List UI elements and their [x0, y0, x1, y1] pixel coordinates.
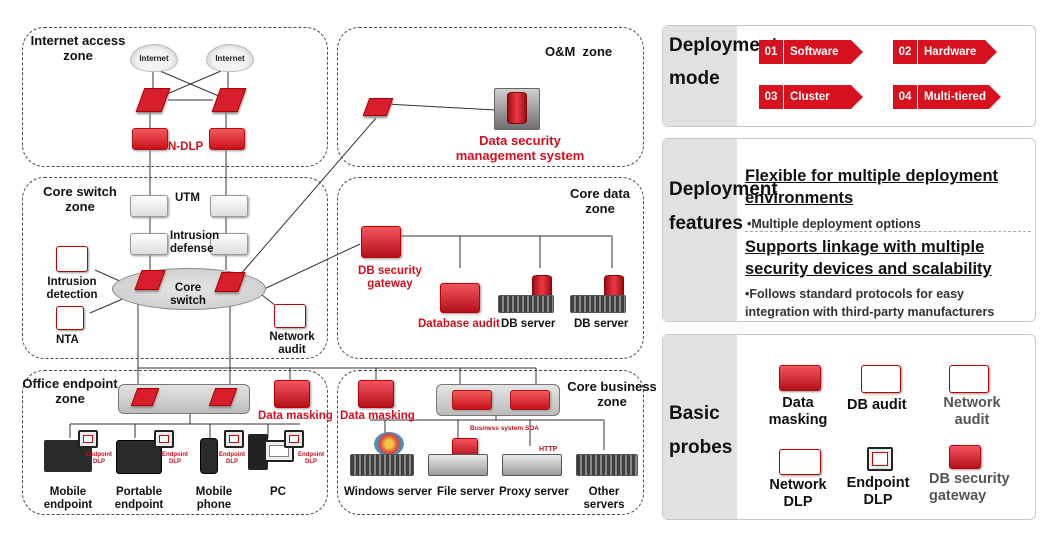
ndlp-label: N-DLP	[168, 141, 204, 153]
office-endpoint-zone	[22, 370, 328, 515]
business-system-soa-label: Business system SOA	[470, 425, 540, 432]
data-masking-office-icon	[274, 380, 310, 408]
windows-logo-icon	[374, 432, 404, 456]
core-switch-zone-label: Core switch zone	[43, 184, 117, 214]
endpoint-dlp-icon	[154, 430, 174, 448]
dsms-database-icon	[507, 92, 527, 124]
utm-appliance-icon	[210, 195, 248, 217]
feature-heading-flexible: Flexible for multiple deployment environ…	[745, 167, 999, 207]
feature-detail-protocols: •Follows standard protocols for easy int…	[745, 287, 995, 319]
file-server-label: File server	[437, 486, 495, 498]
core-switch-zone	[22, 177, 328, 359]
pc-label: PC	[270, 486, 286, 498]
windows-server-icon	[350, 454, 414, 476]
internet-access-zone	[22, 27, 328, 167]
portable-endpoint-label: Portable endpoint	[114, 486, 164, 511]
mobile-phone-label: Mobile phone	[195, 486, 233, 511]
other-servers-icon	[576, 454, 638, 476]
proxy-server-icon	[502, 454, 562, 476]
db-server-label: DB server	[574, 318, 629, 330]
database-audit-icon	[440, 283, 480, 313]
network-audit-icon	[274, 304, 306, 328]
nta-label: NTA	[56, 334, 79, 346]
network-audit-label: Network audit	[269, 331, 315, 356]
intrusion-detection-icon	[56, 246, 88, 272]
deployment-features-title: Deployment features	[663, 139, 778, 321]
db-server-icon	[570, 295, 626, 313]
ndlp-appliance-icon	[132, 128, 168, 150]
core-data-zone-label: Core data zone	[570, 186, 630, 216]
db-security-gateway-icon	[949, 445, 981, 469]
om-zone-label: O&M zone	[545, 44, 613, 59]
feature-divider	[745, 231, 1031, 232]
database-audit-label: Database audit	[418, 318, 500, 330]
probe-network-audit-label: Network audit	[943, 395, 1001, 428]
mobile-endpoint-label: Mobile endpoint	[43, 486, 93, 511]
core-data-zone	[337, 177, 644, 359]
windows-server-label: Windows server	[344, 486, 433, 498]
intrusion-defense-label: Intrusion defense	[170, 230, 220, 255]
dsms-label: Data security management system	[455, 133, 585, 163]
core-business-zone-label: Core business zone	[567, 379, 657, 409]
ndlp-appliance-icon	[209, 128, 245, 150]
endpoint-dlp-label: Endpoint DLP	[162, 452, 188, 465]
probe-data-masking-label: Data masking	[768, 395, 828, 428]
network-dlp-icon	[779, 449, 821, 475]
probe-endpoint-dlp-label: Endpoint DLP	[846, 475, 910, 508]
business-appliance-icon	[452, 390, 492, 410]
mobile-phone-icon	[200, 438, 218, 474]
probe-db-security-gateway-label: DB security gateway	[929, 471, 1010, 504]
basic-probes-title: Basic probes	[663, 335, 737, 519]
basic-probes-panel: Basic probes Data masking DB audit Netwo…	[662, 334, 1036, 520]
endpoint-dlp-icon	[224, 430, 244, 448]
endpoint-dlp-icon	[78, 430, 98, 448]
data-masking-business-label: Data masking	[340, 410, 415, 422]
intrusion-defense-appliance-icon	[130, 233, 168, 255]
data-masking-office-label: Data masking	[258, 410, 333, 422]
nta-icon	[56, 306, 84, 330]
data-masking-business-icon	[358, 380, 394, 408]
deployment-features-panel: Deployment features Flexible for multipl…	[662, 138, 1036, 322]
feature-detail-options: •Multiple deployment options	[747, 217, 921, 231]
db-audit-icon	[861, 365, 901, 393]
internet-cloud-icon: Internet	[130, 44, 178, 72]
probe-network-dlp-label: Network DLP	[769, 477, 827, 510]
endpoint-dlp-label: Endpoint DLP	[219, 452, 245, 465]
proxy-server-label: Proxy server	[499, 486, 569, 498]
core-business-zone	[337, 370, 644, 515]
file-server-icon	[428, 454, 488, 476]
network-audit-icon	[949, 365, 989, 393]
endpoint-dlp-label: Endpoint DLP	[86, 452, 112, 465]
pc-icon	[248, 434, 268, 470]
utm-label: UTM	[175, 192, 200, 204]
utm-appliance-icon	[130, 195, 168, 217]
endpoint-dlp-icon	[284, 430, 304, 448]
internet-access-zone-label: Internet access zone	[30, 33, 126, 63]
db-server-icon	[498, 295, 554, 313]
db-security-gateway-icon	[361, 226, 401, 258]
intrusion-defense-appliance-icon	[210, 233, 248, 255]
intrusion-detection-label: Intrusion detection	[46, 276, 98, 301]
office-endpoint-zone-label: Office endpoint zone	[22, 376, 118, 406]
data-masking-icon	[779, 365, 821, 391]
db-server-label: DB server	[501, 318, 556, 330]
probe-db-audit-label: DB audit	[847, 397, 907, 413]
other-servers-label: Other servers	[583, 486, 625, 511]
db-security-gateway-label: DB security gateway	[358, 265, 422, 290]
endpoint-dlp-label: Endpoint DLP	[298, 452, 324, 465]
endpoint-dlp-icon	[867, 447, 893, 471]
deployment-mode-title: Deployment mode	[663, 26, 778, 126]
core-switch-label: Core switch	[170, 282, 206, 307]
internet-cloud-icon: Internet	[206, 44, 254, 72]
http-label: HTTP	[539, 446, 558, 453]
business-appliance-icon	[510, 390, 550, 410]
feature-heading-linkage: Supports linkage with multiple security …	[745, 238, 992, 278]
om-zone	[337, 27, 644, 167]
